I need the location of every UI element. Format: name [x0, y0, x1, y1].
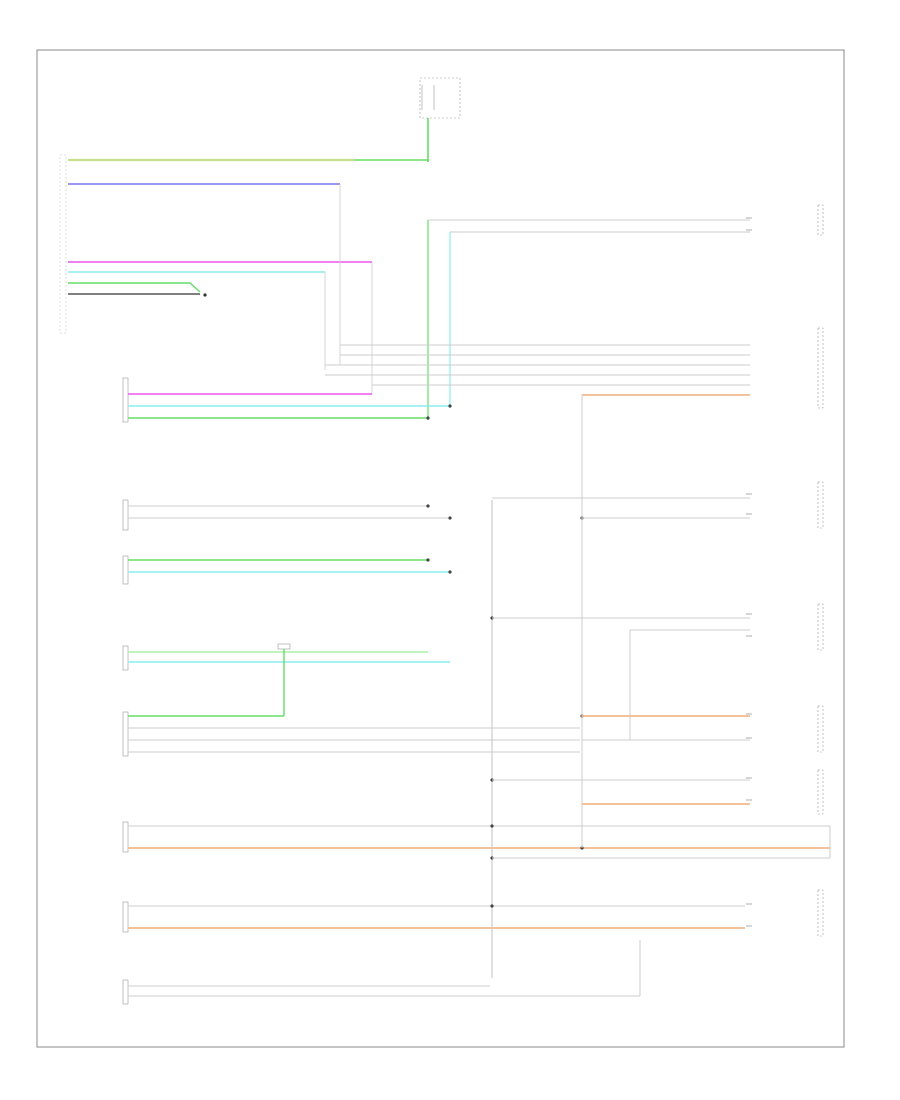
center-splice-1	[277, 643, 291, 650]
wire-green-top	[355, 159, 429, 162]
right-module-2	[817, 327, 824, 409]
wire-green-2	[68, 282, 201, 293]
right-module-1	[817, 204, 824, 236]
left-module-2	[122, 377, 129, 423]
right-module-6	[817, 769, 824, 815]
left-module-7	[122, 821, 129, 853]
right-module-4	[817, 603, 824, 651]
left-module-8	[122, 901, 129, 933]
left-module-3	[122, 499, 129, 531]
right-module-5	[817, 705, 824, 753]
right-module-7	[817, 889, 824, 937]
right-module-3	[817, 481, 824, 529]
left-module-4	[122, 555, 129, 585]
left-module-6	[122, 711, 129, 757]
diagram-border	[36, 49, 845, 1048]
left-module-5	[122, 645, 129, 671]
left-module-9	[122, 979, 129, 1005]
left-top-connector	[59, 154, 67, 334]
top-fuse-block	[419, 77, 461, 162]
